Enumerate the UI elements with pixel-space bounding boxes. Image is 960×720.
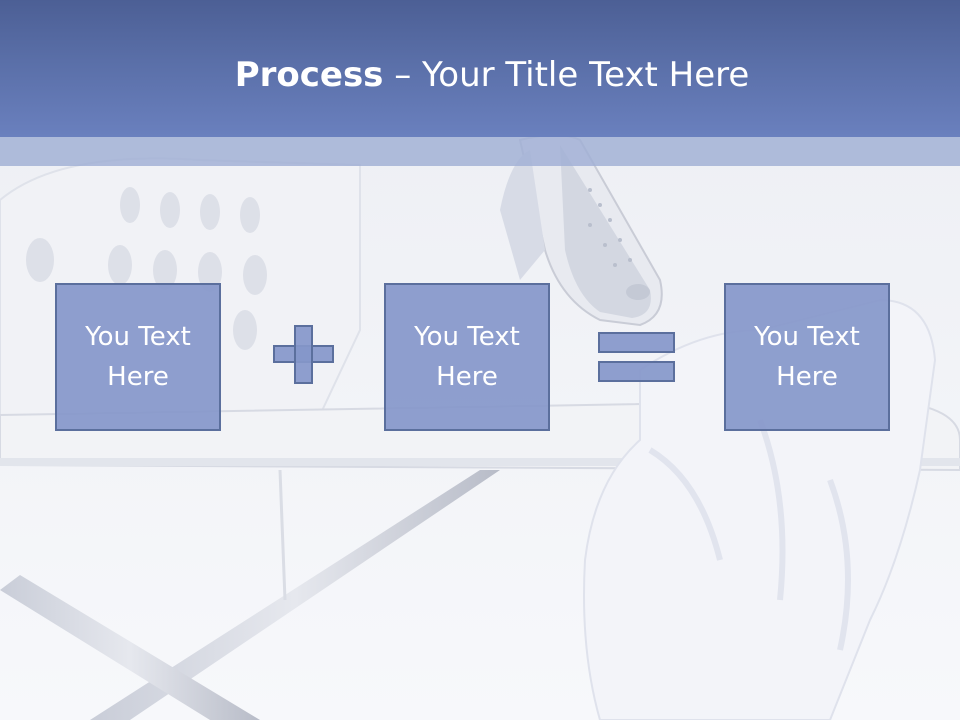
title-bar [0, 0, 960, 137]
process-box-3-text: You Text Here [754, 322, 860, 392]
plus-icon-center [296, 347, 311, 361]
process-box-1-text: You Text Here [85, 322, 191, 392]
process-box-2-text: You Text Here [414, 322, 520, 392]
process-box-2[interactable]: You Text Here [384, 283, 550, 431]
process-box-1[interactable]: You Text Here [55, 283, 221, 431]
title-band [0, 137, 960, 166]
equals-icon-top-bar [598, 332, 675, 353]
title-bold-text: Process [234, 55, 384, 95]
equals-icon-bottom-bar [598, 361, 675, 382]
title-rest-text: – Your Title Text Here [383, 55, 750, 95]
page-title: Process – Your Title Text Here [0, 54, 960, 96]
process-box-3[interactable]: You Text Here [724, 283, 890, 431]
